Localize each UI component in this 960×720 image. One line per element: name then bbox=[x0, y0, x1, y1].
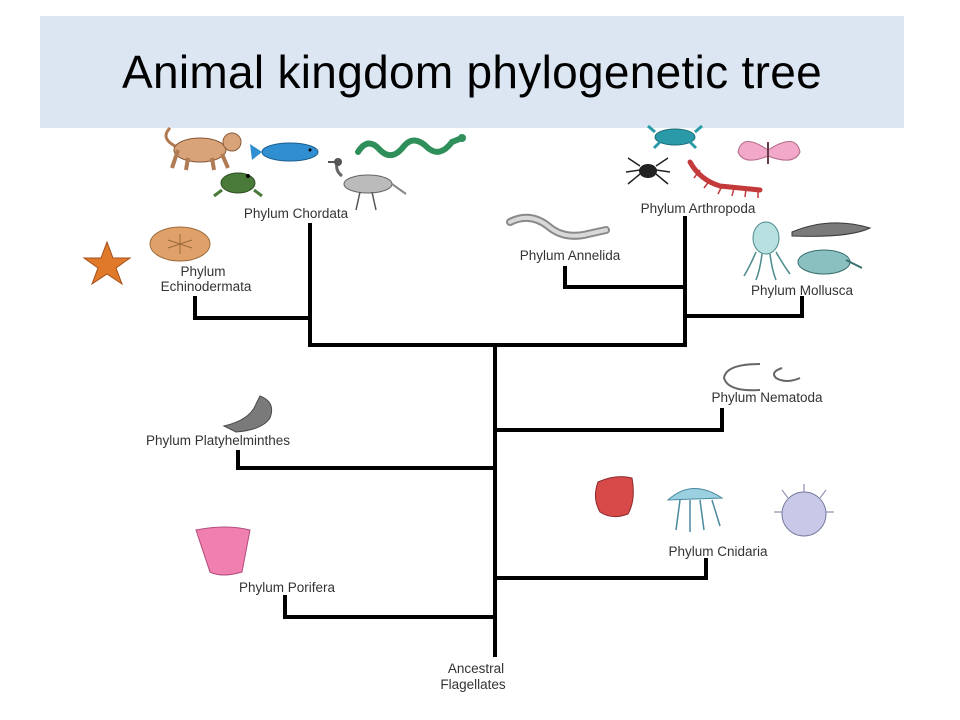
label-echinodermata-line2: Echinodermata bbox=[161, 279, 252, 294]
label-nematoda: Phylum Nematoda bbox=[711, 390, 823, 405]
octopus-icon bbox=[743, 221, 791, 281]
shell-icon bbox=[791, 222, 872, 237]
anemone-icon bbox=[774, 484, 834, 537]
jellyfish-icon bbox=[666, 488, 724, 532]
sponge-icon bbox=[195, 526, 251, 576]
sand-dollar-icon bbox=[149, 226, 211, 262]
crab-icon bbox=[647, 124, 703, 150]
label-platyhelminthes: Phylum Platyhelminthes bbox=[146, 433, 290, 448]
roundworm-icon bbox=[722, 363, 801, 392]
tree-branches bbox=[193, 216, 804, 657]
label-echinodermata-line1: Phylum bbox=[180, 264, 225, 279]
label-cnidaria: Phylum Cnidaria bbox=[668, 544, 768, 559]
label-arthropoda: Phylum Arthropoda bbox=[641, 201, 756, 216]
label-mollusca: Phylum Mollusca bbox=[751, 283, 854, 298]
label-annelida: Phylum Annelida bbox=[520, 248, 621, 263]
monkey-icon bbox=[164, 126, 242, 171]
frog-icon bbox=[213, 172, 263, 198]
page-title: Animal kingdom phylogenetic tree bbox=[122, 46, 822, 98]
coral-icon bbox=[594, 476, 634, 518]
worm-icon bbox=[506, 213, 610, 240]
snail-icon bbox=[797, 249, 863, 275]
butterfly-icon bbox=[737, 141, 801, 164]
title-banner: Animal kingdom phylogenetic tree bbox=[40, 16, 904, 128]
spider-icon bbox=[625, 157, 671, 185]
label-chordata: Phylum Chordata bbox=[244, 206, 349, 221]
starfish-icon bbox=[82, 240, 132, 286]
fish-icon bbox=[250, 142, 319, 162]
snake-icon bbox=[355, 134, 466, 159]
label-root-line1: Ancestral bbox=[448, 661, 504, 676]
label-porifera: Phylum Porifera bbox=[239, 580, 336, 595]
flatworm-icon bbox=[222, 395, 273, 433]
label-root-line2: Flagellates bbox=[440, 677, 506, 692]
centipede-icon bbox=[687, 159, 763, 198]
heron-icon bbox=[328, 158, 407, 211]
